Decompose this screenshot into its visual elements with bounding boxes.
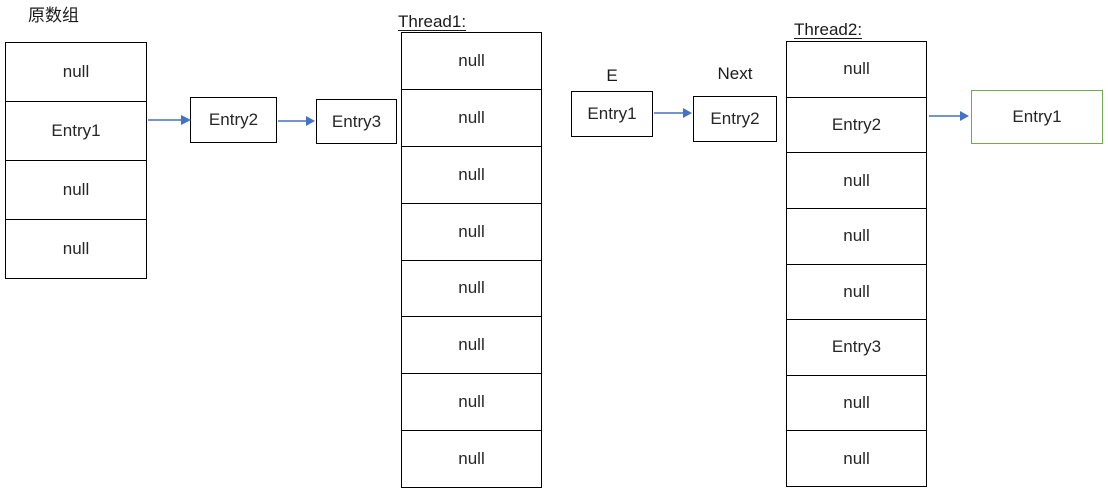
array-cell: null <box>787 430 926 486</box>
original-array: null Entry1 null null <box>5 42 147 279</box>
array-cell: null <box>402 316 541 373</box>
next-pointer-label: Next <box>717 64 753 83</box>
thread1-label: Thread1: <box>398 12 467 31</box>
array-cell: null <box>458 50 485 70</box>
chain-entry2-node: Entry2 <box>190 97 277 143</box>
array-cell: null <box>402 430 541 487</box>
array-cell: Entry2 <box>787 96 926 153</box>
chain-entry3-node: Entry3 <box>316 99 397 144</box>
array-cell: null <box>843 59 870 79</box>
array-cell: null <box>402 259 541 317</box>
arrow-thread2-entry2-to-entry1 <box>929 111 969 121</box>
arrow-e-to-next <box>654 108 692 118</box>
result-entry1-node: Entry1 <box>971 90 1103 144</box>
array-cell: null <box>6 219 146 278</box>
array-cell: null <box>402 88 541 146</box>
arrow-entry2-to-entry3 <box>278 116 315 126</box>
array-cell: null <box>402 145 541 203</box>
arrow-entry1-to-entry2 <box>148 115 191 125</box>
thread2-array: null Entry2 null null null Entry3 null n… <box>786 41 927 487</box>
array-cell: null <box>787 207 926 264</box>
array-cell: Entry3 <box>787 319 926 375</box>
e-pointer-label: E <box>606 66 618 85</box>
array-cell: Entry1 <box>6 101 146 160</box>
array-cell: null <box>787 152 926 208</box>
e-entry1-node: Entry1 <box>571 91 653 137</box>
array-cell: null <box>6 160 146 219</box>
array-cell: null <box>402 202 541 260</box>
array-cell: null <box>402 373 541 430</box>
array-cell: null <box>62 62 90 81</box>
next-entry2-node: Entry2 <box>693 96 777 142</box>
array-cell: null <box>787 263 926 320</box>
original-array-label: 原数组 <box>28 6 79 25</box>
thread2-label: Thread2: <box>794 20 863 39</box>
thread1-array: null null null null null null null null <box>401 32 542 488</box>
array-cell: null <box>787 374 926 431</box>
